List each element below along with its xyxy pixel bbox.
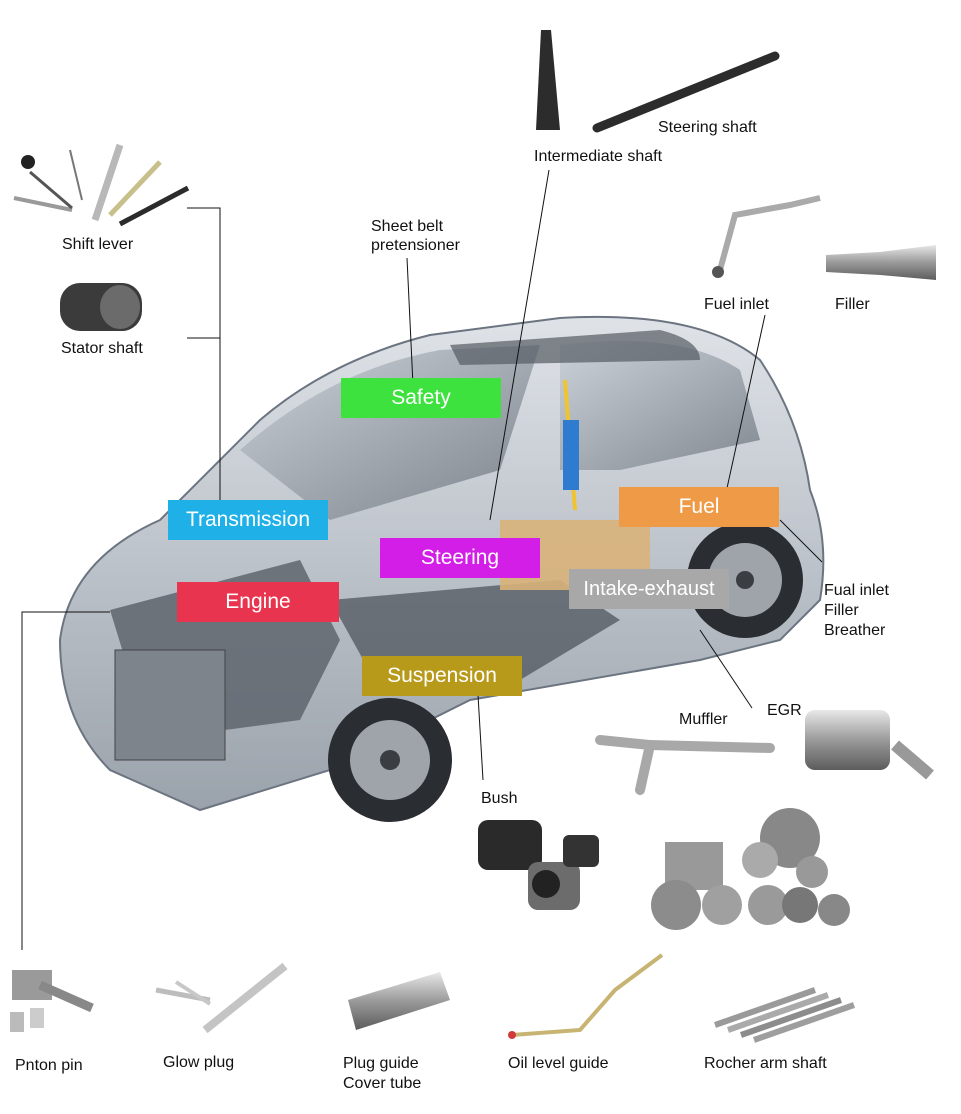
intermediate-shaft-label: Intermediate shaft	[534, 148, 663, 165]
steering-shaft-image	[592, 51, 780, 133]
oil-level-guide-image	[508, 953, 664, 1039]
fuel-group-label-line2: Filler	[824, 602, 859, 619]
seat-belt-label-line1: Sheet belt	[371, 218, 444, 235]
shift-lever-label: Shift lever	[62, 236, 134, 253]
fuel-group-label-line1: Fual inlet	[824, 582, 889, 599]
glow-plug-label: Glow plug	[163, 1054, 235, 1071]
stator-shaft-label: Stator shaft	[61, 340, 143, 357]
safety-tag: Safety	[341, 378, 501, 418]
transmission-tag: Transmission	[168, 500, 328, 540]
steering-shaft-label: Steering shaft	[658, 119, 757, 136]
bush-image	[478, 820, 599, 910]
egr-image	[805, 710, 934, 780]
oil-level-guide-label: Oil level guide	[508, 1055, 609, 1072]
filler-label: Filler	[835, 296, 870, 313]
fuel-tag: Fuel	[619, 487, 779, 527]
glow-plug-image	[155, 962, 288, 1034]
plug-guide-label-line1: Plug guide	[343, 1055, 419, 1072]
rocker-arm-shaft-image	[714, 987, 855, 1043]
steering-tag: Steering	[380, 538, 540, 578]
profile-tubes-image	[651, 808, 850, 930]
suspension-tag: Suspension	[362, 656, 522, 696]
egr-label: EGR	[767, 702, 802, 719]
rocker-arm-shaft-label: Rocher arm shaft	[704, 1055, 827, 1072]
fuel-inlet-label: Fuel inlet	[704, 296, 769, 313]
muffler-label: Muffler	[679, 711, 728, 728]
fuel-group-label-line3: Breather	[824, 622, 886, 639]
muffler-image	[595, 735, 775, 795]
intake-exhaust-tag: Intake-exhaust	[569, 569, 729, 609]
filler-image	[826, 245, 936, 280]
leader-lines	[21, 169, 823, 950]
intermediate-shaft-image	[536, 30, 560, 130]
piston-pin-label: Pnton pin	[15, 1057, 83, 1074]
plug-guide-label-line2: Cover tube	[343, 1075, 422, 1092]
bush-label: Bush	[481, 790, 518, 807]
plug-guide-image	[348, 972, 450, 1030]
shift-lever-image	[13, 143, 190, 227]
seat-belt-label-line2: pretensioner	[371, 237, 460, 254]
fuel-inlet-image	[712, 195, 821, 278]
engine-tag: Engine	[177, 582, 339, 622]
piston-pin-image	[10, 970, 94, 1032]
stator-shaft-image	[60, 283, 142, 331]
